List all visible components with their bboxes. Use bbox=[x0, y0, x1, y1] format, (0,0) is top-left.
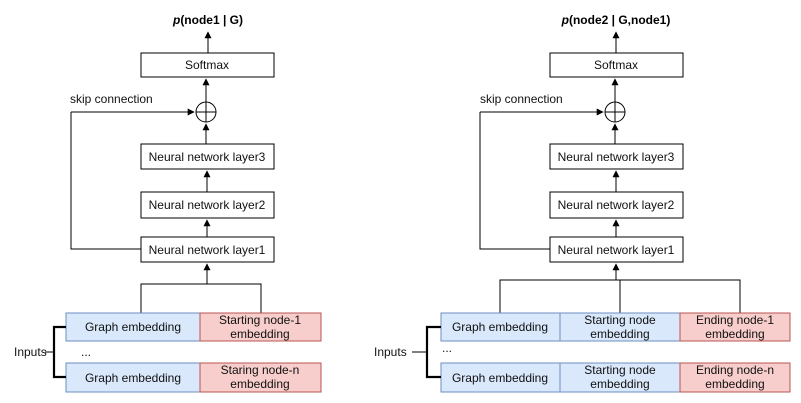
left-row1-node-embedding-line1: Starting node-1 bbox=[219, 313, 301, 327]
right-row1-start-embedding-line1: Starting node bbox=[584, 313, 656, 327]
left-add-operator-icon bbox=[195, 101, 217, 123]
right-row2-start-embedding-line2: embedding bbox=[590, 377, 649, 391]
left-layer2-box bbox=[140, 191, 275, 219]
left-skip-connection-line bbox=[70, 112, 141, 250]
right-row1-graph-embedding-box bbox=[440, 312, 561, 342]
left-layer3-label: Neural network layer3 bbox=[149, 150, 266, 164]
left-row1-graph-embedding-label: Graph embedding bbox=[85, 320, 181, 334]
left-output-label: p(node1 | G) bbox=[172, 13, 243, 27]
left-row2-graph-embedding-box bbox=[65, 362, 201, 393]
left-row2-node-embedding-line1: Staring node-n bbox=[221, 363, 300, 377]
right-layer2-label: Neural network layer2 bbox=[558, 198, 675, 212]
left-row1-node-embedding-line2: embedding bbox=[230, 327, 289, 341]
left-softmax-box bbox=[140, 52, 275, 78]
left-row2-node-embedding-box bbox=[199, 362, 322, 393]
right-skip-connection-label: skip connection bbox=[480, 92, 563, 106]
left-layer1-label: Neural network layer1 bbox=[149, 243, 266, 257]
right-layer1-box bbox=[549, 236, 684, 263]
left-inputs-bracket bbox=[52, 325, 66, 379]
left-layer1-box bbox=[140, 236, 275, 263]
right-softmax-box bbox=[549, 52, 684, 78]
right-layer2-box bbox=[549, 191, 684, 219]
right-row2-end-embedding-box bbox=[679, 362, 791, 393]
right-row2-start-embedding-line1: Starting node bbox=[584, 363, 656, 377]
left-row1-node-embedding-box bbox=[199, 312, 322, 342]
right-inputs-label: Inputs bbox=[374, 345, 407, 359]
right-output-label: p(node2 | G,node1) bbox=[561, 13, 671, 27]
right-inputs-bracket bbox=[425, 325, 441, 379]
right-row1-graph-embedding-label: Graph embedding bbox=[452, 320, 548, 334]
right-ellipsis: ... bbox=[442, 341, 452, 355]
left-softmax-label: Softmax bbox=[185, 58, 229, 72]
right-layer3-box bbox=[549, 143, 684, 170]
right-row2-start-embedding-box bbox=[559, 362, 681, 393]
right-row1-end-embedding-box bbox=[679, 312, 791, 342]
right-row1-end-embedding-line1: Ending node-1 bbox=[696, 313, 774, 327]
left-inputs-label: Inputs bbox=[14, 345, 47, 359]
right-row2-graph-embedding-label: Graph embedding bbox=[452, 371, 548, 385]
right-row1-end-embedding-line2: embedding bbox=[705, 327, 764, 341]
right-layer3-label: Neural network layer3 bbox=[558, 150, 675, 164]
left-row1-graph-embedding-box bbox=[65, 312, 201, 342]
right-row1-start-embedding-line2: embedding bbox=[590, 327, 649, 341]
left-layer3-box bbox=[140, 143, 275, 170]
left-layer2-label: Neural network layer2 bbox=[149, 198, 266, 212]
right-skip-connection-line bbox=[479, 112, 550, 250]
right-softmax-label: Softmax bbox=[594, 58, 638, 72]
left-row2-node-embedding-line2: embedding bbox=[230, 377, 289, 391]
left-panel: p(node1 | G) Softmax skip connection Neu… bbox=[14, 13, 322, 393]
left-input-merge-line bbox=[140, 283, 262, 313]
left-row2-graph-embedding-label: Graph embedding bbox=[85, 371, 181, 385]
right-row2-end-embedding-line2: embedding bbox=[705, 377, 764, 391]
left-ellipsis: ... bbox=[81, 345, 91, 359]
right-layer1-label: Neural network layer1 bbox=[558, 243, 675, 257]
right-add-operator-icon bbox=[604, 101, 626, 123]
right-row2-end-embedding-line1: Ending node-n bbox=[696, 363, 774, 377]
right-panel: p(node2 | G,node1) Softmax skip connecti… bbox=[374, 13, 791, 393]
left-skip-connection-label: skip connection bbox=[70, 92, 153, 106]
